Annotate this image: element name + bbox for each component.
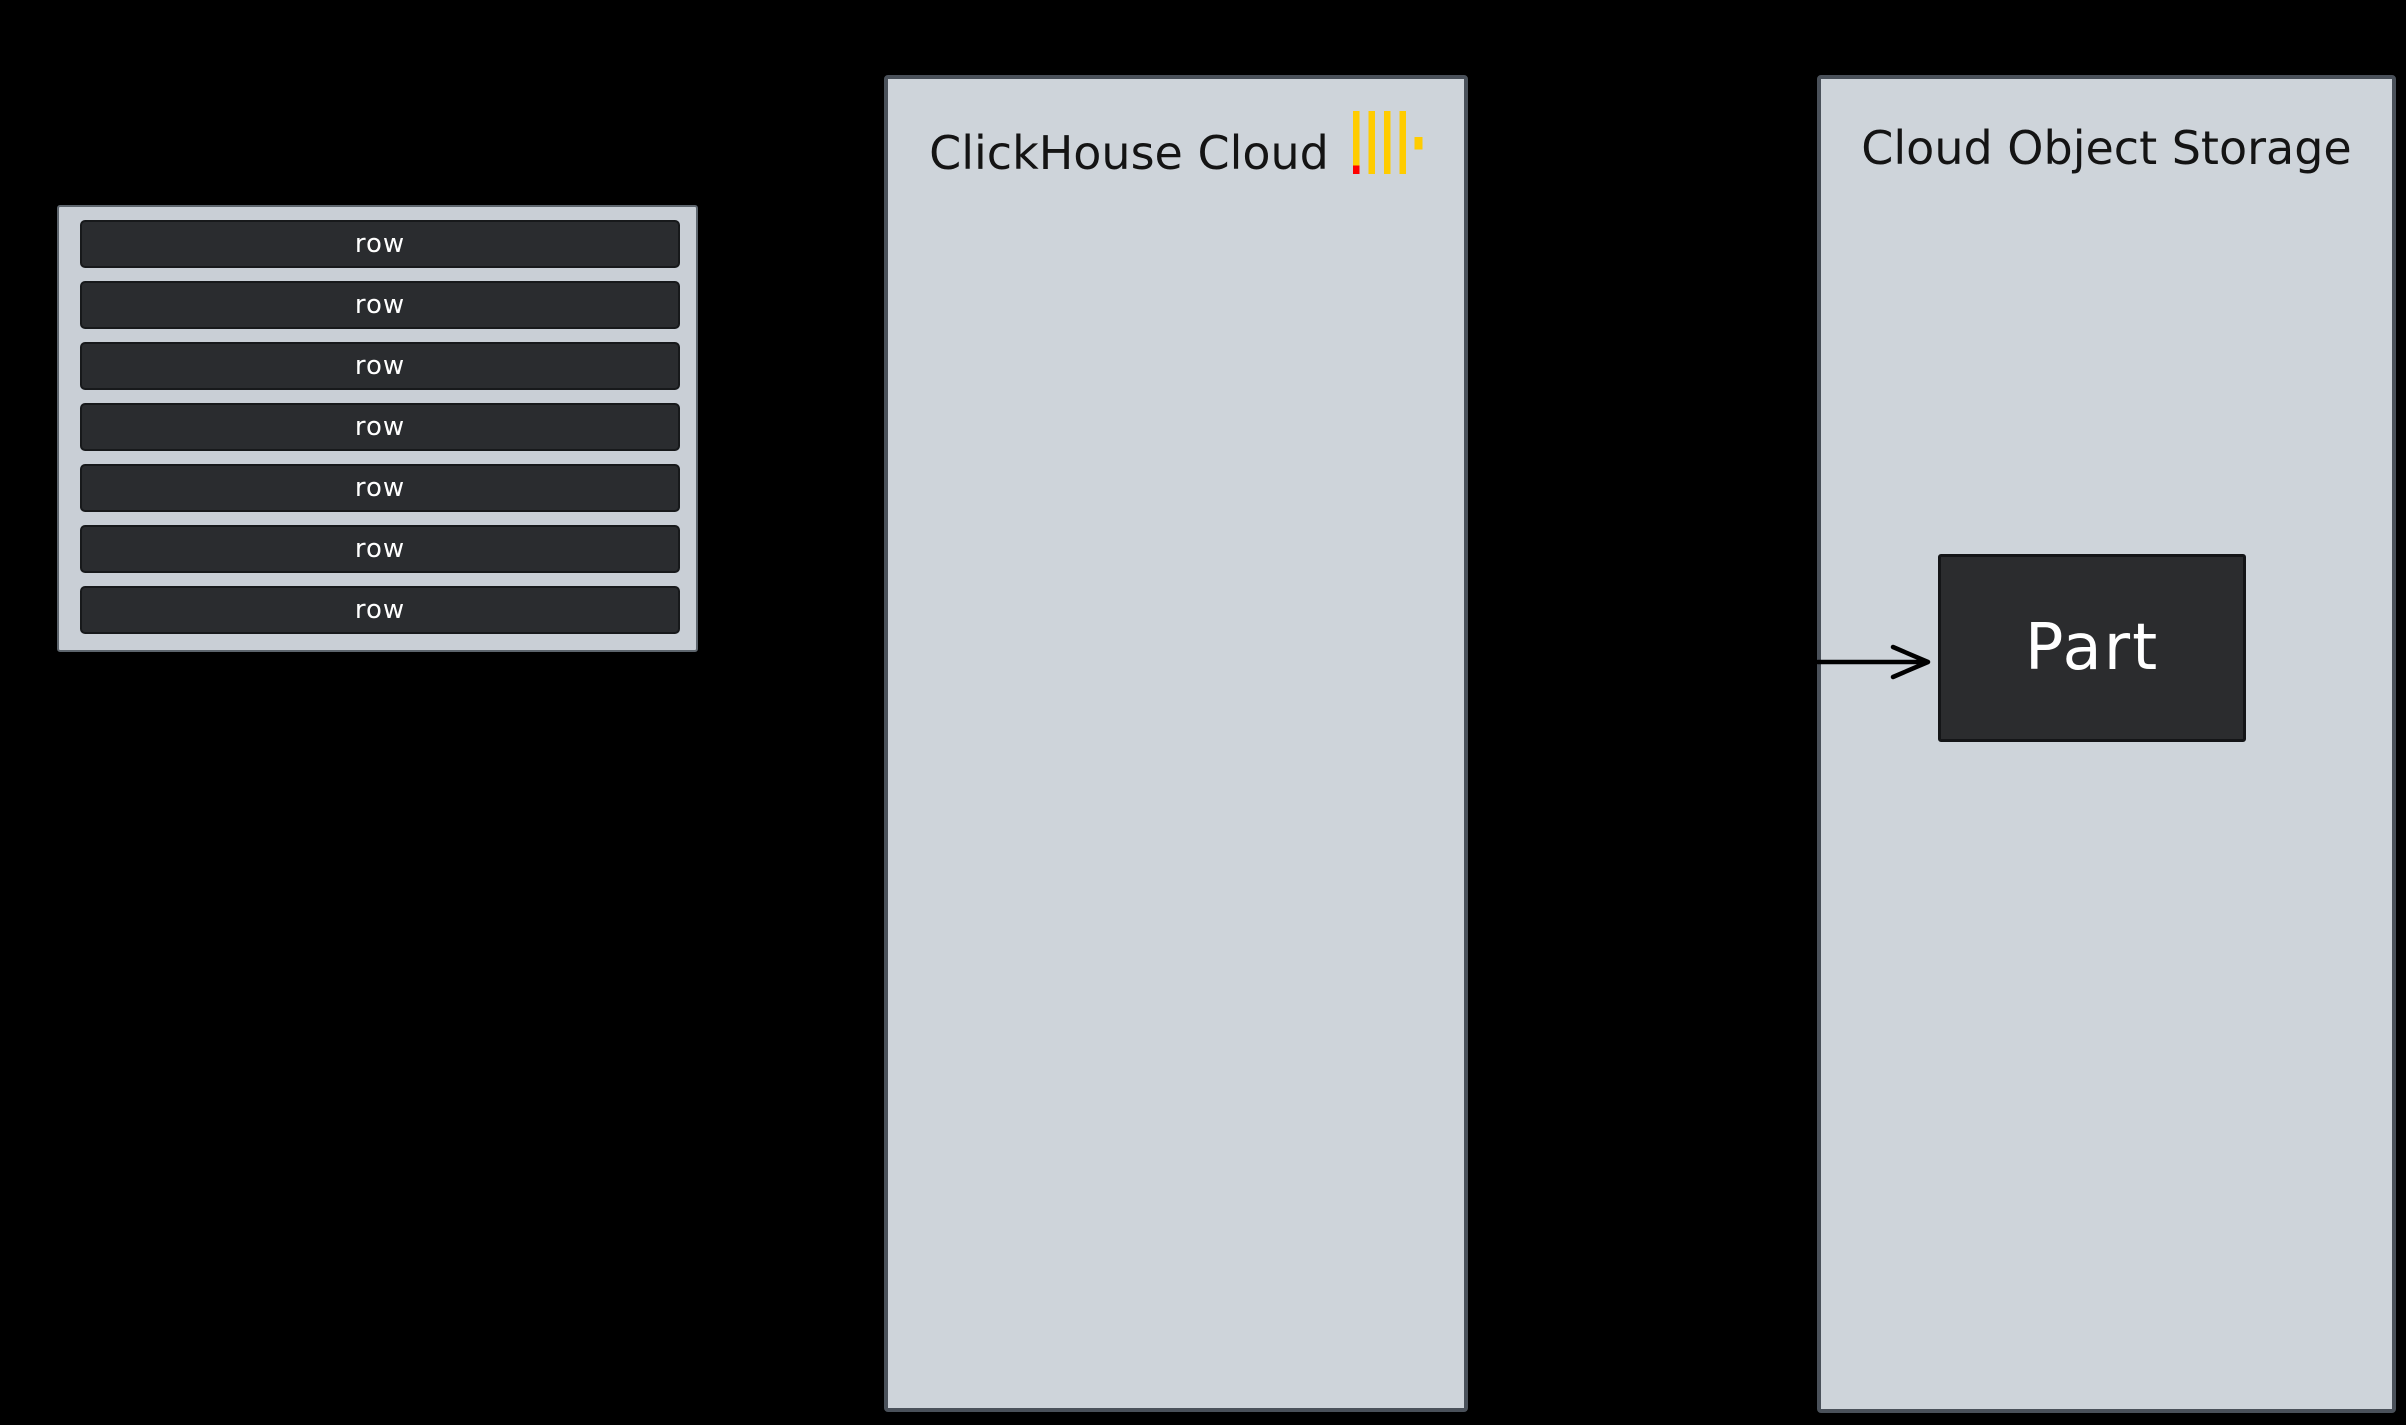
row-label: row bbox=[354, 412, 406, 442]
clickhouse-cloud-panel: ClickHouse Cloud bbox=[884, 75, 1468, 1412]
storage-panel-title: Cloud Object Storage bbox=[1861, 121, 2352, 175]
clickhouse-panel-header: ClickHouse Cloud bbox=[888, 111, 1464, 184]
cloud-object-storage-panel: Cloud Object Storage Part bbox=[1815, 75, 2396, 1413]
part-label: Part bbox=[2024, 611, 2160, 685]
row-item: row bbox=[80, 464, 680, 512]
clickhouse-panel-title: ClickHouse Cloud bbox=[929, 125, 1329, 180]
row-label: row bbox=[354, 290, 406, 320]
row-label: row bbox=[354, 534, 406, 564]
row-label: row bbox=[354, 351, 406, 381]
row-item: row bbox=[80, 586, 680, 634]
right-arrow-icon bbox=[1815, 644, 1931, 680]
rows-table: row row row row row row row bbox=[57, 205, 698, 652]
row-item: row bbox=[80, 525, 680, 573]
row-label: row bbox=[354, 595, 406, 625]
clickhouse-logo-icon bbox=[1352, 111, 1423, 174]
storage-panel-header: Cloud Object Storage bbox=[1821, 121, 2392, 175]
part-box: Part bbox=[1938, 554, 2246, 742]
row-item: row bbox=[80, 403, 680, 451]
row-item: row bbox=[80, 281, 680, 329]
row-item: row bbox=[80, 220, 680, 268]
row-item: row bbox=[80, 342, 680, 390]
row-label: row bbox=[354, 473, 406, 503]
row-label: row bbox=[354, 229, 406, 259]
